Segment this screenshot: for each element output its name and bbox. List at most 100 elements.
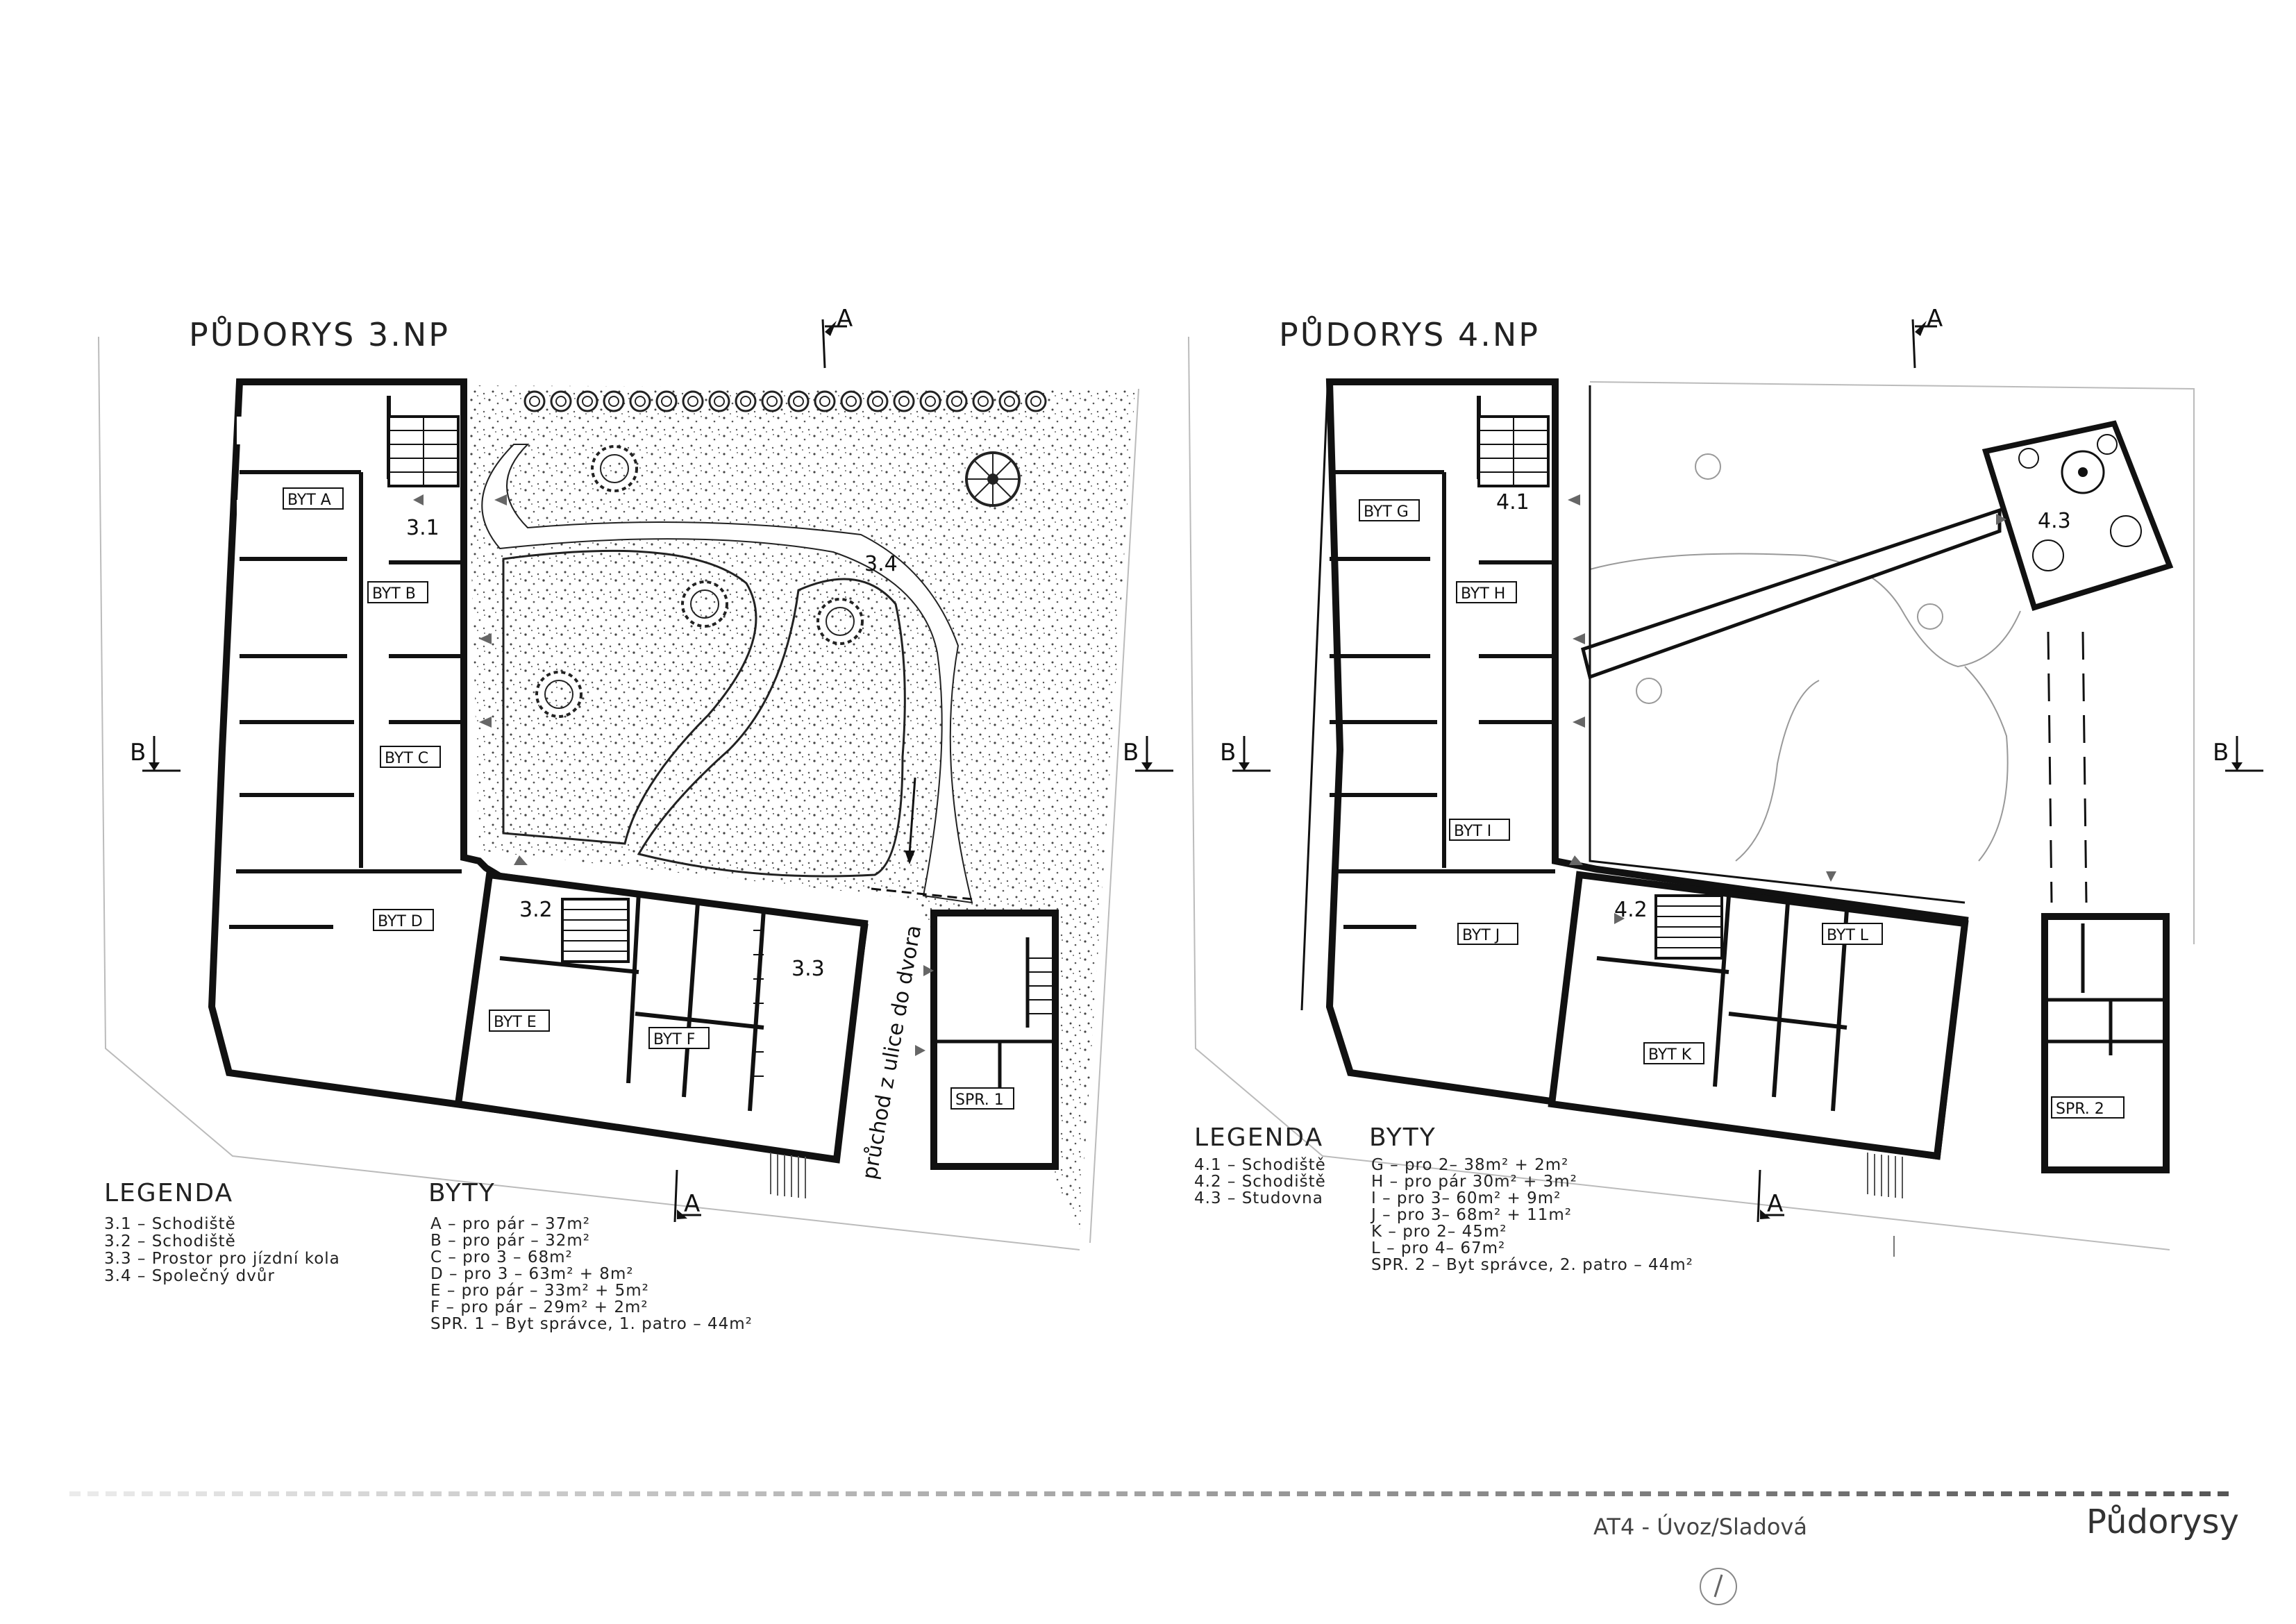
footer-dash bbox=[2218, 1491, 2229, 1496]
footer-dash bbox=[683, 1491, 694, 1496]
footer-dash bbox=[2019, 1491, 2030, 1496]
svg-text:A: A bbox=[1767, 1190, 1783, 1218]
footer-dash bbox=[1225, 1491, 1236, 1496]
footer-dash bbox=[918, 1491, 929, 1496]
footer-dash bbox=[1893, 1491, 1904, 1496]
shrub-core bbox=[898, 396, 910, 407]
entrance-steps-3np bbox=[770, 1153, 806, 1198]
unit-row-g: G – pro 2– 38m² + 2m² bbox=[1371, 1156, 1568, 1174]
unit-label-k: BYT K bbox=[1643, 1042, 1704, 1064]
roof-tree-3 bbox=[1636, 678, 1662, 704]
section-marker-a-top-3np: A bbox=[821, 305, 853, 369]
passage-arrow bbox=[908, 777, 916, 855]
footer-dash bbox=[1676, 1491, 1687, 1496]
shrub bbox=[761, 390, 783, 412]
footer-dash bbox=[1875, 1491, 1886, 1496]
svg-text:B: B bbox=[1123, 739, 1139, 767]
tree-4 bbox=[535, 671, 583, 718]
shrub-core bbox=[846, 396, 857, 407]
shrub-core bbox=[608, 396, 619, 407]
shrub-core bbox=[925, 396, 936, 407]
stair-4-2 bbox=[1654, 894, 1723, 960]
footer-dash bbox=[755, 1491, 766, 1496]
footer-dash bbox=[340, 1491, 351, 1496]
shrub bbox=[629, 390, 651, 412]
footer-dash bbox=[1405, 1491, 1416, 1496]
shrub bbox=[550, 390, 572, 412]
footer-dash bbox=[1802, 1491, 1813, 1496]
svg-text:BYT G: BYT G bbox=[1364, 503, 1409, 521]
footer-dash bbox=[791, 1491, 803, 1496]
shrub-core bbox=[793, 396, 804, 407]
unit-row-l: L – pro 4– 67m² bbox=[1371, 1239, 1505, 1257]
footer-sheet-title: Půdorysy bbox=[2086, 1502, 2239, 1541]
building-west-wing-4np bbox=[1325, 378, 1969, 1160]
north-arrow-icon bbox=[1700, 1568, 1737, 1605]
footer-dash bbox=[268, 1491, 279, 1496]
svg-text:A: A bbox=[1927, 305, 1943, 333]
footer-dash bbox=[1495, 1491, 1507, 1496]
shrub-core bbox=[687, 396, 698, 407]
footer-dash bbox=[1189, 1491, 1200, 1496]
section-marker-a-bottom-4np: A bbox=[1757, 1169, 1784, 1223]
footer-dash bbox=[69, 1491, 81, 1496]
tree-2 bbox=[681, 580, 728, 628]
footer-dash bbox=[990, 1491, 1001, 1496]
footer-dash bbox=[1694, 1491, 1705, 1496]
plan-4np-title: PŮDORYS 4.NP bbox=[1279, 316, 1540, 353]
footer-dash bbox=[1315, 1491, 1326, 1496]
footer-dash bbox=[1766, 1491, 1777, 1496]
shrub bbox=[682, 390, 704, 412]
shrub bbox=[972, 390, 994, 412]
study-pavilion-4-3 bbox=[1981, 420, 2174, 611]
footer-dash bbox=[1658, 1491, 1669, 1496]
svg-text:A: A bbox=[837, 305, 853, 333]
unit-label-spr2: SPR. 2 bbox=[2051, 1096, 2125, 1119]
footer-dash bbox=[773, 1491, 785, 1496]
tree-1 bbox=[591, 445, 638, 492]
footer-dash bbox=[1062, 1491, 1073, 1496]
entrance-arrows-3np bbox=[413, 494, 934, 1056]
footer-dash bbox=[1820, 1491, 1832, 1496]
footer-dash bbox=[1947, 1491, 1958, 1496]
room-label-4-1: 4.1 bbox=[1496, 490, 1530, 514]
legend-item-4-3: 4.3 – Studovna bbox=[1194, 1189, 1323, 1207]
footer-dash bbox=[232, 1491, 243, 1496]
unit-label-c: BYT C bbox=[380, 746, 441, 768]
legend-item-3-3: 3.3 – Prostor pro jízdní kola bbox=[104, 1250, 340, 1268]
site-boundary-3np bbox=[98, 336, 1139, 1250]
footer-dash bbox=[430, 1491, 442, 1496]
tree-3 bbox=[816, 598, 864, 645]
footer-dash bbox=[2145, 1491, 2156, 1496]
footer-dash bbox=[1351, 1491, 1362, 1496]
footer-dash bbox=[1171, 1491, 1182, 1496]
footer-dash bbox=[106, 1491, 117, 1496]
unit-label-spr1: SPR. 1 bbox=[950, 1087, 1014, 1110]
footer-dash bbox=[1261, 1491, 1272, 1496]
footer-dash bbox=[864, 1491, 875, 1496]
shrub bbox=[655, 390, 678, 412]
footer-dash bbox=[1730, 1491, 1741, 1496]
footer-dash bbox=[1134, 1491, 1146, 1496]
shrub-core bbox=[766, 396, 778, 407]
footer-dash bbox=[2091, 1491, 2102, 1496]
shrub-core bbox=[582, 396, 593, 407]
unit-row-d: D – pro 3 – 63m² + 8m² bbox=[430, 1265, 634, 1283]
section-line-4np bbox=[2047, 631, 2053, 903]
svg-text:BYT A: BYT A bbox=[287, 492, 331, 509]
footer-dash bbox=[87, 1491, 99, 1496]
site-boundary-4np bbox=[1188, 336, 2195, 1250]
shrub-core bbox=[635, 396, 646, 407]
lawn-right bbox=[637, 578, 906, 878]
courtyard-path bbox=[481, 444, 973, 904]
legend-item-3-1: 3.1 – Schodiště bbox=[104, 1215, 236, 1233]
footer-dash bbox=[629, 1491, 640, 1496]
footer-dash bbox=[2109, 1491, 2120, 1496]
shrub-core bbox=[978, 396, 989, 407]
shrub bbox=[735, 390, 757, 412]
footer-dash-line bbox=[69, 1491, 2229, 1496]
footer-dash bbox=[665, 1491, 676, 1496]
footer-dash bbox=[178, 1491, 189, 1496]
unit-label-a: BYT A bbox=[283, 487, 344, 510]
plan-3np: PŮDORYS 3.NP bbox=[98, 305, 1173, 1333]
